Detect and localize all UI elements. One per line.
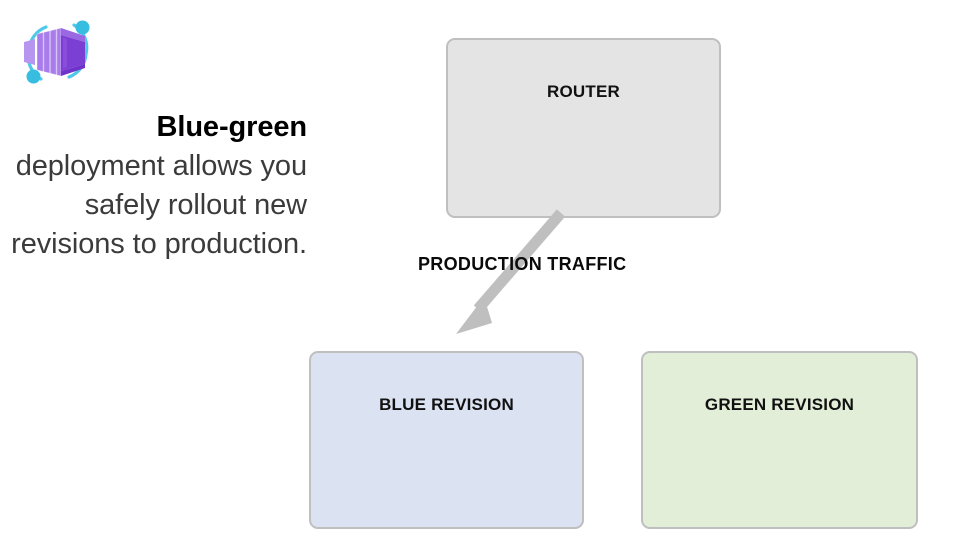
caption-text: Blue-green deployment allows you safely …	[5, 108, 307, 264]
production-traffic-arrow	[456, 209, 566, 334]
node-blue-revision[interactable]: BLUE REVISION	[309, 351, 584, 529]
node-green-revision[interactable]: GREEN REVISION	[641, 351, 918, 529]
node-blue-revision-label: BLUE REVISION	[379, 395, 514, 414]
arrow-shaft	[473, 209, 566, 313]
azure-container-apps-logo	[17, 15, 99, 89]
node-green-revision-label: GREEN REVISION	[704, 395, 855, 414]
arrow-head	[456, 297, 492, 334]
production-traffic-label: PRODUCTION TRAFFIC	[418, 254, 627, 274]
caption-rest: deployment allows you safely rollout new…	[11, 150, 307, 260]
orbit-dot-top-right	[75, 20, 90, 35]
node-router-label: ROUTER	[547, 82, 620, 101]
container-glyph	[24, 27, 85, 77]
caption-lead: Blue-green	[156, 111, 308, 143]
orbit-dot-bottom-left	[26, 69, 41, 84]
node-router[interactable]: ROUTER	[446, 38, 721, 218]
